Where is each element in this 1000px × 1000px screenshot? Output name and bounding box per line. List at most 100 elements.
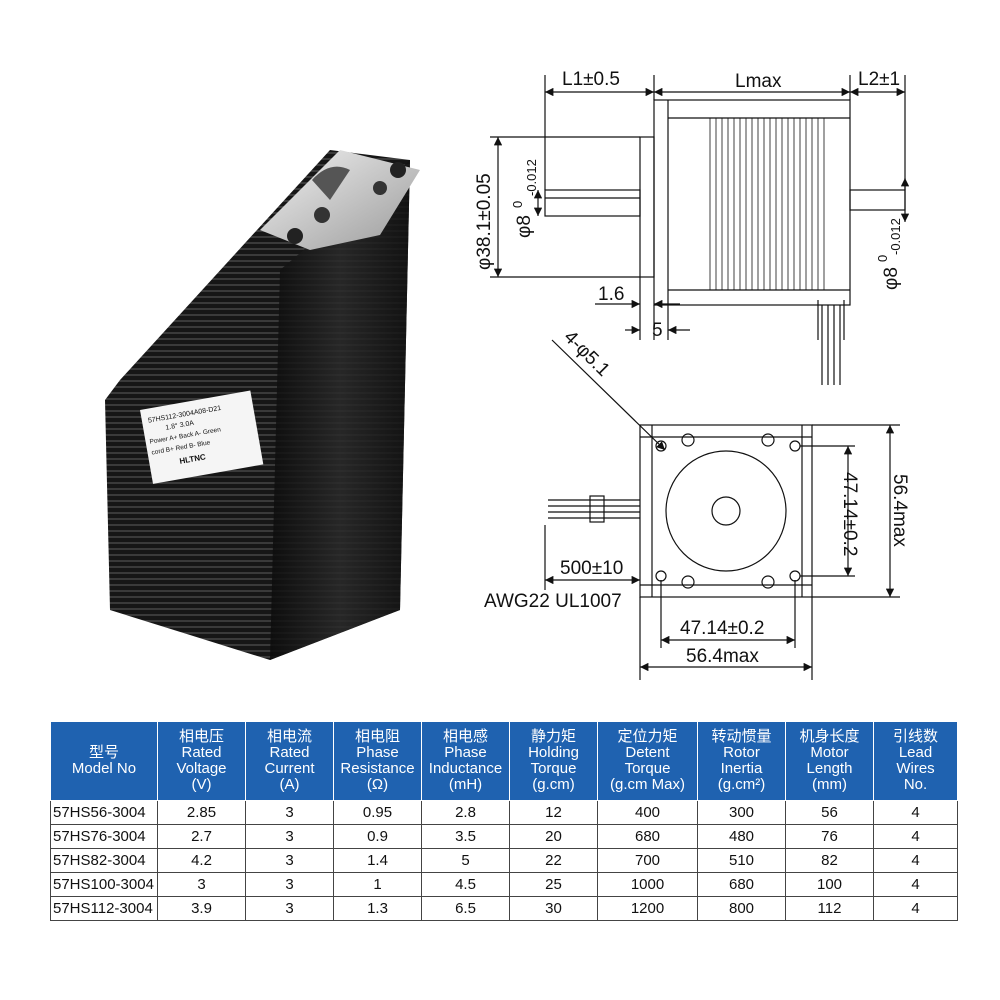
table-cell: 3.5 [421,824,510,849]
front-flange [260,150,420,250]
table-cell: 510 [697,848,786,873]
dim-shaft-front-tol: 0 [510,201,525,208]
shaft-circle [711,496,741,526]
table-cell: 3 [245,824,334,849]
column-header-en: Inductance [428,760,503,777]
dim-shaft-rear-tol: 0 [875,255,890,262]
column-header-cn: 机身长度 [799,728,860,745]
dim-lmax: Lmax [735,71,782,92]
dimension-drawing: L1±0.5 Lmax L2±1 φ38.1±0.05 φ8 0 -0.012 … [474,69,910,680]
table-cell: 4 [873,800,958,825]
column-header-en: Current [264,760,315,777]
mount-hole-icon [287,228,303,244]
dim-1-6: 1.6 [598,284,624,305]
pilot-circle [665,450,787,572]
column-header-en: (g.cm²) [717,776,766,793]
column-header-en: (Ω) [366,776,389,793]
column-header-en: Rotor [723,744,760,761]
mount-hole-icon [373,181,387,195]
column-header-cn: 引线数 [892,728,938,745]
column-header-en: (V) [191,776,212,793]
table-cell: 800 [697,896,786,921]
column-header-en: Phase [444,744,487,761]
table-cell: 57HS76-3004 [50,824,158,849]
table-cell: 4 [873,896,958,921]
column-header-en: Resistance [340,760,415,777]
column-header-en: Length [806,760,853,777]
table-cell: 700 [597,848,698,873]
table-cell: 680 [697,872,786,897]
mount-hole-icon [390,162,406,178]
dim-holes: 4-φ5.1 [559,327,613,381]
table-cell: 56 [785,800,874,825]
table-cell: 12 [509,800,598,825]
dim-body-h: 56.4max [686,646,759,667]
dim-5: 5 [652,320,663,341]
column-header-en: Inertia [720,760,763,777]
table-cell: 3 [157,872,246,897]
table-cell: 0.95 [333,800,422,825]
column-header-en: Rated [269,744,310,761]
table-cell: 2.8 [421,800,510,825]
product-label [140,390,264,484]
dim-shaft-rear-tol2: -0.012 [888,218,903,255]
table-cell: 4.5 [421,872,510,897]
table-cell: 1000 [597,872,698,897]
table-cell: 6.5 [421,896,510,921]
dim-hole-spacing-v: 47.14±0.2 [839,472,860,556]
column-header-cn: 静力矩 [530,728,576,745]
table-cell: 3 [245,896,334,921]
front-view-outline [639,424,813,598]
table-cell: 1.4 [333,848,422,873]
column-header-cn: 转动惯量 [711,728,772,745]
table-cell: 4 [873,824,958,849]
column-header-en: Detent [625,744,670,761]
corner-holes [655,433,801,589]
table-cell: 1.3 [333,896,422,921]
table-cell: 57HS82-3004 [50,848,158,873]
table-cell: 480 [697,824,786,849]
table-cell: 25 [509,872,598,897]
table-cell: 680 [597,824,698,849]
table-cell: 30 [509,896,598,921]
table-cell: 1 [333,872,422,897]
column-header-cn: 相电感 [442,728,488,745]
lead-wires [817,300,845,385]
column-header-en: (mm) [812,776,847,793]
table-cell: 1200 [597,896,698,921]
table-cell: 4 [873,872,958,897]
column-header-en: Rated [181,744,222,761]
table-cell: 3.9 [157,896,246,921]
dim-shaft-rear: φ8 [881,267,902,290]
front-lead-wires [548,495,640,523]
fin-lines [709,118,825,290]
table-cell: 3 [245,848,334,873]
front-boss [639,136,655,278]
table-cell: 3 [245,872,334,897]
column-header-en: Torque [530,760,577,777]
table-cell: 5 [421,848,510,873]
dim-wire-spec: AWG22 UL1007 [484,591,622,612]
column-header-en: (mH) [448,776,483,793]
table-cell: 400 [597,800,698,825]
dim-pilot-dia: φ38.1±0.05 [474,173,495,270]
column-header-en: Wires [896,760,935,777]
column-header-en: Lead [898,744,933,761]
column-header-en: No. [903,776,928,793]
column-header-en: Phase [356,744,399,761]
rear-shaft [849,189,906,211]
motor-photo: 57HS112-3004A08-D21 1.8° 3.0A Power A+ B… [105,150,420,660]
